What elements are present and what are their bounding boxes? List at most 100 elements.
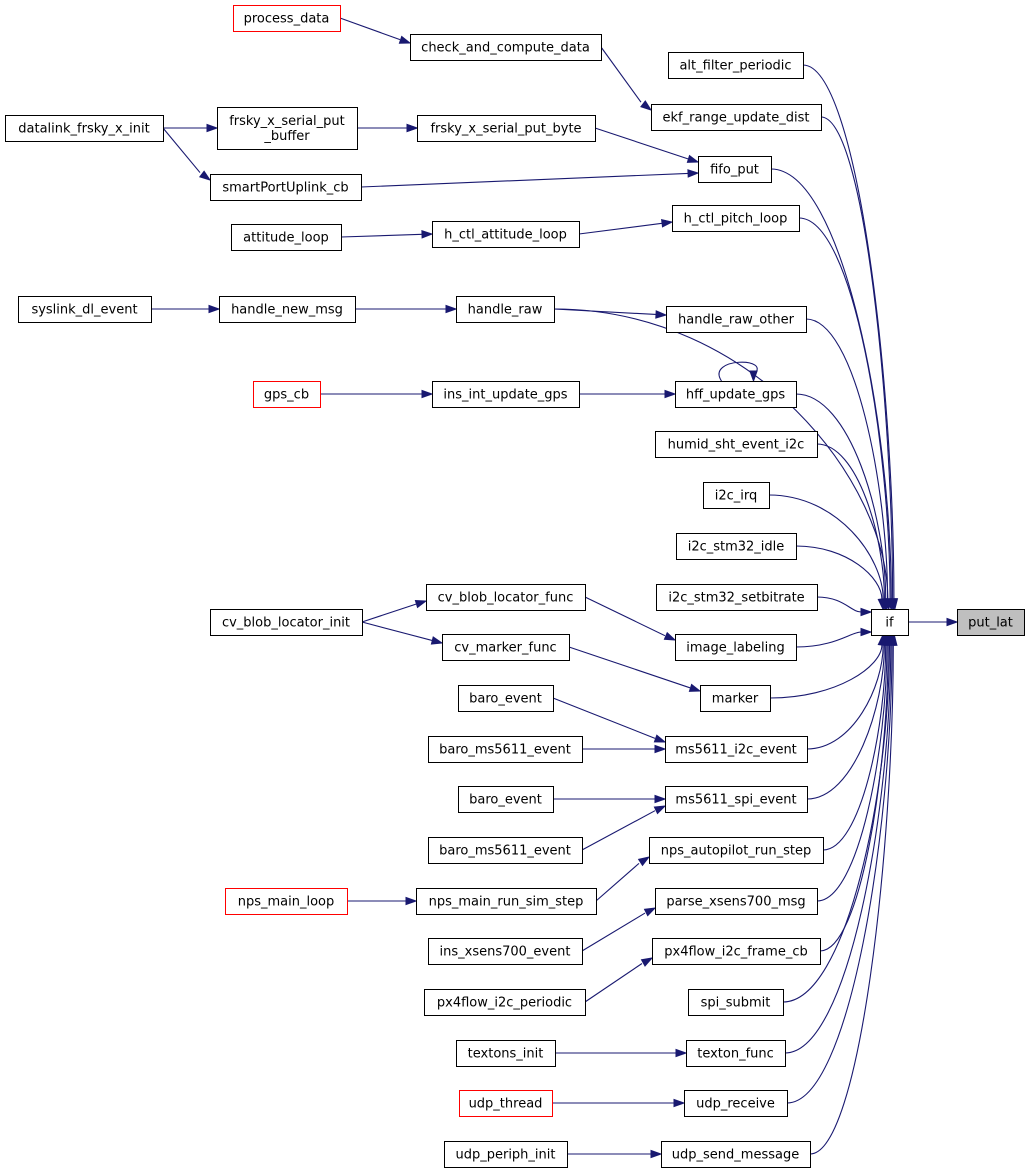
- node-ms5611-spi-event[interactable]: ms5611_spi_event: [665, 786, 808, 813]
- node-ekf-range-update-dist[interactable]: ekf_range_update_dist: [651, 104, 822, 131]
- node-textons-init[interactable]: textons_init: [456, 1040, 556, 1067]
- node-label: nps_main_loop: [238, 895, 335, 910]
- node-label: nps_autopilot_run_step: [661, 844, 812, 859]
- node-label: baro_ms5611_event: [439, 743, 571, 758]
- edge-parse_xsens700_msg-to-if: [816, 633, 892, 902]
- node-box: [225, 888, 348, 915]
- node-label: fifo_put: [710, 163, 759, 178]
- node-fifo-put[interactable]: fifo_put: [698, 156, 772, 183]
- node-label: udp_thread: [469, 1097, 543, 1112]
- node-label: frsky_x_serial_put_byte: [430, 122, 581, 137]
- node-box: [459, 1090, 553, 1117]
- node-spi-submit[interactable]: spi_submit: [688, 989, 784, 1016]
- node-cv-blob-locator-func[interactable]: cv_blob_locator_func: [426, 584, 586, 611]
- edge-udp_periph_init-to-udp_send_message: [567, 1149, 663, 1159]
- node-baro-event-1[interactable]: baro_event: [458, 685, 554, 712]
- node-label: h_ctl_pitch_loop: [684, 212, 788, 227]
- node-label: frsky_x_serial_put: [229, 114, 345, 129]
- edge-textons_init-to-texton_func: [555, 1048, 688, 1058]
- node-ms5611-i2c-event[interactable]: ms5611_i2c_event: [665, 736, 808, 763]
- node-handle-raw-other[interactable]: handle_raw_other: [666, 306, 807, 333]
- node-i2c-stm32-setbitrate[interactable]: i2c_stm32_setbitrate: [656, 584, 818, 611]
- node-udp-thread[interactable]: udp_thread: [459, 1090, 553, 1117]
- node-udp-send-message[interactable]: udp_send_message: [661, 1141, 811, 1168]
- node-frsky-x-serial-put-buffer[interactable]: frsky_x_serial_put_buffer: [217, 107, 358, 150]
- node-put-lat[interactable]: put_lat: [957, 609, 1025, 636]
- node-hff-update-gps[interactable]: hff_update_gps: [675, 381, 797, 408]
- node-smartPortUplink-cb[interactable]: smartPortUplink_cb: [210, 174, 362, 201]
- node-baro-ms5611-event-1[interactable]: baro_ms5611_event: [428, 736, 583, 763]
- node-udp-receive[interactable]: udp_receive: [684, 1090, 788, 1117]
- node-parse-xsens700-msg[interactable]: parse_xsens700_msg: [655, 888, 818, 915]
- node-handle-raw[interactable]: handle_raw: [456, 296, 555, 323]
- node-box: [684, 1090, 788, 1117]
- node-box: [676, 533, 797, 560]
- node-ins-int-update-gps[interactable]: ins_int_update_gps: [432, 381, 580, 408]
- node-label: textons_init: [468, 1047, 544, 1062]
- node-box: [416, 888, 597, 915]
- node-nps-main-run-sim-step[interactable]: nps_main_run_sim_step: [416, 888, 597, 915]
- node-h-ctl-pitch-loop[interactable]: h_ctl_pitch_loop: [672, 205, 800, 232]
- node-label: udp_receive: [696, 1097, 775, 1112]
- edge-image_labeling-to-if: [795, 627, 873, 648]
- node-syslink-dl-event[interactable]: syslink_dl_event: [18, 296, 152, 323]
- node-label: gps_cb: [264, 388, 309, 403]
- node-label: datalink_frsky_x_init: [18, 122, 149, 137]
- node-baro-event-2[interactable]: baro_event: [458, 786, 554, 813]
- edge-i2c_stm32_idle-to-if: [795, 545, 887, 611]
- node-box: [652, 938, 821, 965]
- node-label: humid_sht_event_i2c: [668, 438, 805, 453]
- edge-smartPortUplink_cb-to-fifo_put: [360, 169, 700, 188]
- node-alt-filter-periodic[interactable]: alt_filter_periodic: [668, 52, 804, 79]
- node-box: [651, 104, 822, 131]
- node-udp-periph-init[interactable]: udp_periph_init: [444, 1141, 568, 1168]
- edge-px4flow_i2c_periodic-to-px4flow_i2c_frame_cb: [584, 957, 654, 1003]
- edge-nps_main_run_sim_step-to-nps_autopilot_run_step: [595, 856, 651, 902]
- node-baro-ms5611-event-2[interactable]: baro_ms5611_event: [428, 837, 583, 864]
- node-label: ms5611_i2c_event: [675, 743, 797, 758]
- node-label: if: [885, 616, 894, 631]
- node-i2c-stm32-idle[interactable]: i2c_stm32_idle: [676, 533, 797, 560]
- node-attitude-loop[interactable]: attitude_loop: [231, 224, 342, 251]
- edge-gps_cb-to-ins_int_update_gps: [320, 389, 434, 399]
- node-frsky-x-serial-put-byte[interactable]: frsky_x_serial_put_byte: [417, 115, 596, 142]
- node-label: px4flow_i2c_periodic: [437, 996, 572, 1011]
- node-h-ctl-attitude-loop[interactable]: h_ctl_attitude_loop: [432, 221, 580, 248]
- node-image-labeling[interactable]: image_labeling: [675, 634, 797, 661]
- node-label: i2c_irq: [715, 489, 758, 504]
- node-box: [666, 306, 807, 333]
- edge-handle_raw-to-if: [553, 308, 893, 611]
- node-texton-func[interactable]: texton_func: [686, 1040, 786, 1067]
- node-datalink-frsky-x-init[interactable]: datalink_frsky_x_init: [5, 115, 164, 142]
- node-box: [675, 634, 797, 661]
- node-gps-cb[interactable]: gps_cb: [253, 381, 321, 408]
- node-label: i2c_stm32_idle: [688, 540, 785, 555]
- node-cv-marker-func[interactable]: cv_marker_func: [442, 634, 570, 661]
- node-ins-xsens700-event[interactable]: ins_xsens700_event: [428, 938, 583, 965]
- node-cv-blob-locator-init[interactable]: cv_blob_locator_init: [210, 609, 363, 636]
- node-process-data[interactable]: process_data: [233, 5, 341, 32]
- node-label: texton_func: [697, 1047, 774, 1062]
- node-label: image_labeling: [686, 641, 785, 656]
- node-box: [698, 156, 772, 183]
- node-marker[interactable]: marker: [700, 685, 771, 712]
- node-if[interactable]: if: [871, 609, 909, 636]
- node-box: [428, 837, 583, 864]
- node-nps-main-loop[interactable]: nps_main_loop: [225, 888, 348, 915]
- node-box: [665, 736, 808, 763]
- node-i2c-irq[interactable]: i2c_irq: [703, 482, 770, 509]
- node-px4flow-i2c-frame-cb[interactable]: px4flow_i2c_frame_cb: [652, 938, 821, 965]
- node-label: cv_blob_locator_func: [438, 591, 574, 606]
- edge-baro_event_1-to-ms5611_i2c_event: [552, 697, 667, 743]
- node-box: [686, 1040, 786, 1067]
- edge-udp_thread-to-udp_receive: [552, 1098, 686, 1108]
- node-label: cv_blob_locator_init: [222, 616, 350, 631]
- node-box: [456, 296, 555, 323]
- node-handle-new-msg[interactable]: handle_new_msg: [219, 296, 356, 323]
- node-px4flow-i2c-periodic[interactable]: px4flow_i2c_periodic: [424, 989, 586, 1016]
- node-check-and-compute-data[interactable]: check_and_compute_data: [410, 34, 602, 61]
- node-box: [5, 115, 164, 142]
- node-humid-sht-event-i2c[interactable]: humid_sht_event_i2c: [655, 431, 818, 458]
- edge-udp_receive-to-if: [786, 633, 897, 1104]
- node-nps-autopilot-run-step[interactable]: nps_autopilot_run_step: [649, 837, 824, 864]
